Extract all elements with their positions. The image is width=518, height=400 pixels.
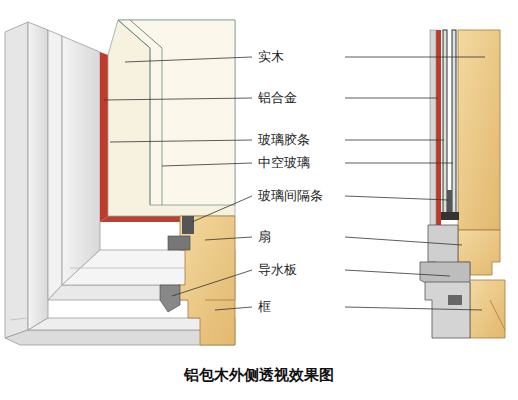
part-label: 扇 bbox=[257, 229, 272, 245]
part-label: 实木 bbox=[257, 49, 285, 65]
part-label: 框 bbox=[257, 299, 272, 315]
figure-caption: 铝包木外侧透视效果图 bbox=[184, 366, 334, 384]
part-label: 铝合金 bbox=[257, 90, 298, 106]
part-label: 导水板 bbox=[257, 262, 298, 278]
leader-lines bbox=[104, 57, 485, 310]
part-label: 中空玻璃 bbox=[257, 155, 311, 171]
part-label: 玻璃间隔条 bbox=[257, 188, 324, 204]
cross-section bbox=[420, 30, 505, 338]
perspective-section bbox=[5, 20, 235, 345]
part-label: 玻璃胶条 bbox=[257, 132, 311, 148]
